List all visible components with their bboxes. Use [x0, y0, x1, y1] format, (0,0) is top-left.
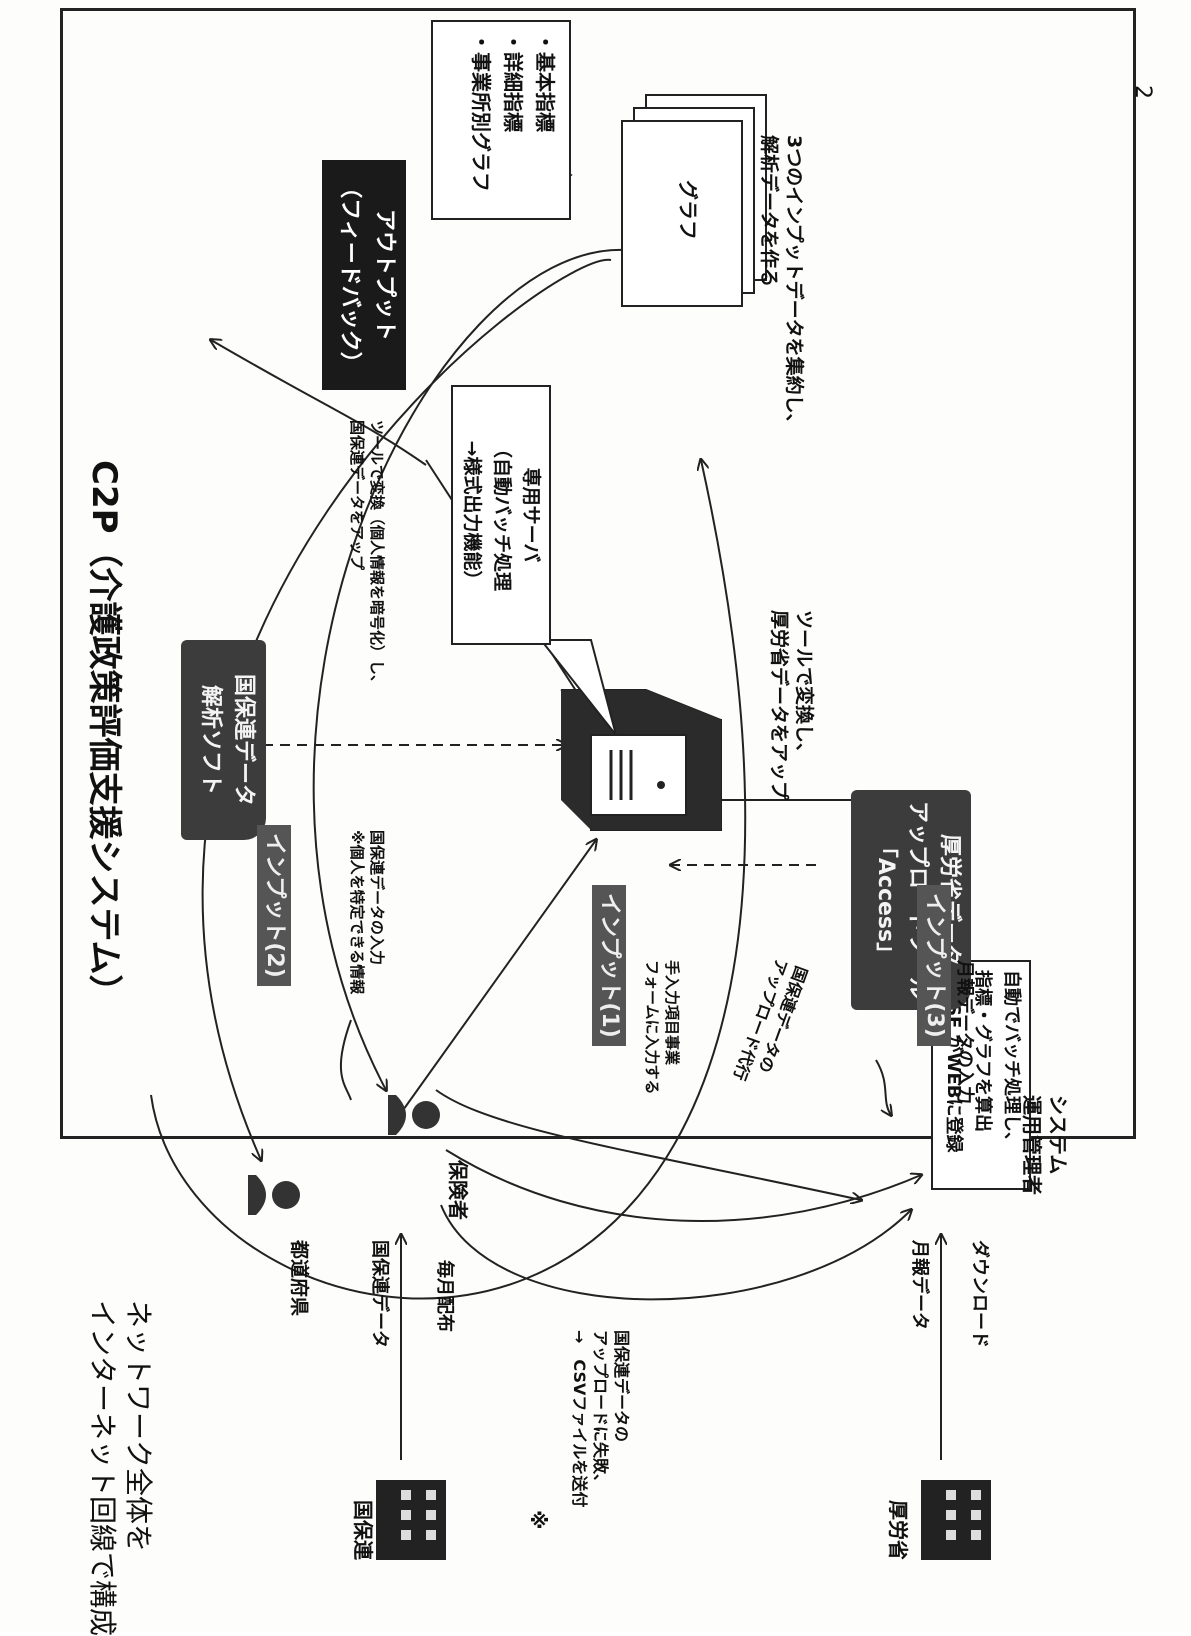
- note-symbol: ※: [526, 1510, 550, 1530]
- mhlw-convert-note: ツールで変換し、 厚労省データをアップ: [768, 610, 815, 801]
- network-note: ネットワーク全体を インターネット回線で構成: [85, 1300, 155, 1636]
- mhlw-building-icon: [921, 1480, 991, 1560]
- insurer-label: 保険者: [446, 1160, 470, 1220]
- kokuho-label: 国保連: [351, 1500, 375, 1560]
- csv-fallback-note: 国保連データの アップロードに失敗、 → CSVファイルを送付: [570, 1330, 631, 1508]
- kokuho-analysis-software: 国保連データ 解析ソフト: [181, 640, 266, 840]
- kokuho-data-label: 国保連データ: [369, 1240, 390, 1348]
- server-callout: 専用サーバ （自動バッチ処理 →様式出力機能）: [451, 385, 551, 645]
- input3-note: 月報データの入力: [954, 960, 975, 1104]
- input1-note: 手入力項目事業 フォームに入力する: [643, 960, 682, 1095]
- input3-tag: インプット(3): [917, 885, 951, 1046]
- input2-tag: インプット(2): [257, 825, 291, 986]
- input2-note: 国保連データの入力 ※個人を特定できる情報: [348, 830, 387, 995]
- monthly-report-data-label: 月報データ: [909, 1240, 930, 1330]
- prefecture-label: 都道府県: [288, 1240, 310, 1317]
- insurer-user-icon: [388, 1095, 440, 1135]
- kokuho-building-icon: [376, 1480, 446, 1560]
- input1-tag: インプット(1): [592, 885, 626, 1046]
- arc-insurer-to-admin: [435, 1089, 861, 1200]
- arc-insurer-to-mhlw-side: [440, 1204, 911, 1301]
- graph-label: グラフ: [676, 180, 700, 240]
- sysadmin-label: システム 運用管理者: [1020, 1095, 1070, 1195]
- kokuho-convert-note: ツールで変換（個人情報を暗号化）し、 国保連データをアップ: [348, 420, 387, 691]
- server-icon: [560, 689, 722, 831]
- arc-prefecture-to-admin: [445, 1149, 921, 1222]
- monthly-distribution-label: 毎月配布: [434, 1260, 455, 1332]
- prefecture-user-icon: [248, 1175, 300, 1215]
- arrow-input3-to-server: [395, 840, 596, 1121]
- arc-graph-to-prefecture: [201, 258, 612, 1160]
- arc-graph-to-insurer: [312, 248, 627, 1090]
- curve-input3-to-admin: [875, 1059, 891, 1115]
- server-callout-tail: [538, 639, 617, 736]
- mhlw-label: 厚労省: [886, 1500, 910, 1560]
- curve-soft-to-insurer: [339, 1019, 352, 1101]
- system-title: C2P（介護政策評価支援システム）: [84, 460, 124, 1009]
- graph-document-stack: [621, 94, 767, 307]
- curve-insurer-to-soft: [211, 340, 427, 466]
- output-feedback-label: アウトプット （フィードバック）: [322, 160, 406, 390]
- download-label: ダウンロード: [969, 1240, 990, 1348]
- page-number: 2: [1130, 85, 1155, 99]
- graph-aggregation-note: 3つのインプットデータを集約し、 解析データを作る: [758, 135, 805, 433]
- graph-callout: ・基本指標 ・詳細指標 ・事業所別グラフ: [431, 20, 571, 220]
